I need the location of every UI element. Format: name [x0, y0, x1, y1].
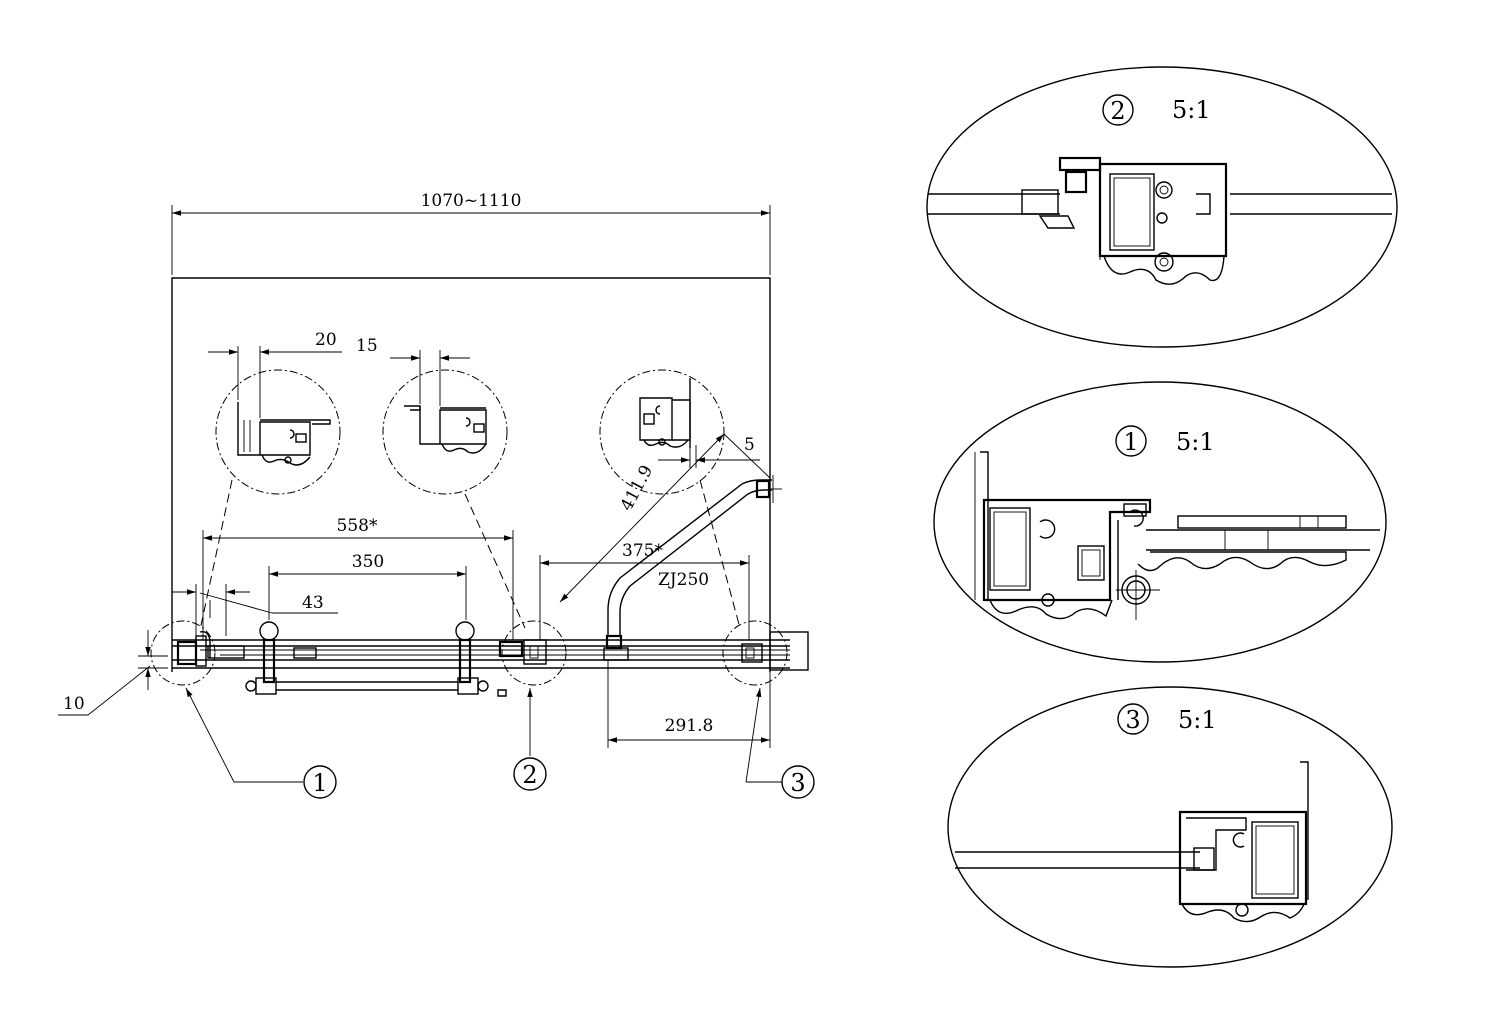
gap-label: 5	[744, 435, 755, 455]
length-291-label: 291.8	[665, 716, 714, 736]
callout-2: 2	[513, 688, 547, 791]
overall-width-label: 1070~1110	[421, 191, 522, 211]
detail-view-1: 1 5:1	[933, 381, 1387, 663]
profile-detail-middle: 15	[356, 336, 526, 629]
model-label: ZJ250	[658, 570, 709, 590]
span-558-label: 558*	[337, 516, 378, 536]
detail-1-ref: 1	[1123, 428, 1138, 456]
span-375-label: 375*	[622, 541, 663, 561]
gap-dimension: 5	[658, 435, 760, 468]
detail-3-scale: 5:1	[1178, 706, 1217, 734]
callout-3-label: 3	[790, 769, 805, 797]
middle-profile	[498, 639, 547, 665]
detail-circle-2	[501, 620, 567, 686]
door-handle	[245, 621, 507, 697]
callout-2-label: 2	[522, 761, 537, 789]
offset-43-label: 43	[302, 593, 324, 613]
profile-detail-right	[599, 369, 741, 629]
handle-spacing-label: 350	[352, 552, 384, 572]
callout-3: 3	[745, 687, 815, 799]
detail-circle-1	[150, 620, 216, 686]
detail-3-ref: 3	[1125, 706, 1140, 734]
offset-43-dimension: 43	[172, 584, 338, 636]
detail-1-scale: 5:1	[1176, 428, 1215, 456]
diagonal-label: 411.9	[617, 462, 658, 514]
profile-width-b-label: 15	[356, 336, 378, 356]
span-558-dimension: 558*	[202, 516, 514, 640]
span-375-dimension: 375* ZJ250	[539, 541, 750, 640]
thickness-10-dimension: 10	[58, 630, 168, 716]
profile-detail-left: 20	[199, 330, 342, 631]
callout-1-label: 1	[312, 769, 327, 797]
detail-circle-3	[722, 620, 788, 686]
profile-width-a-label: 20	[315, 330, 337, 350]
thickness-10-label: 10	[63, 694, 85, 714]
handle-spacing-dimension: 350	[268, 552, 467, 620]
callout-1: 1	[185, 687, 337, 799]
detail-2-ref: 2	[1110, 97, 1125, 125]
rail	[172, 631, 809, 671]
detail-view-2: 2 5:1	[926, 66, 1398, 348]
left-end-profile	[176, 630, 245, 667]
length-291-dimension: 291.8	[607, 660, 771, 748]
wall-outline	[171, 277, 771, 672]
sliding-profile	[603, 634, 763, 663]
overall-width-dimension: 1070~1110	[171, 191, 771, 275]
plan-view: 1070~1110	[58, 191, 815, 799]
detail-2-scale: 5:1	[1172, 96, 1211, 124]
detail-view-3: 3 5:1	[947, 686, 1393, 968]
